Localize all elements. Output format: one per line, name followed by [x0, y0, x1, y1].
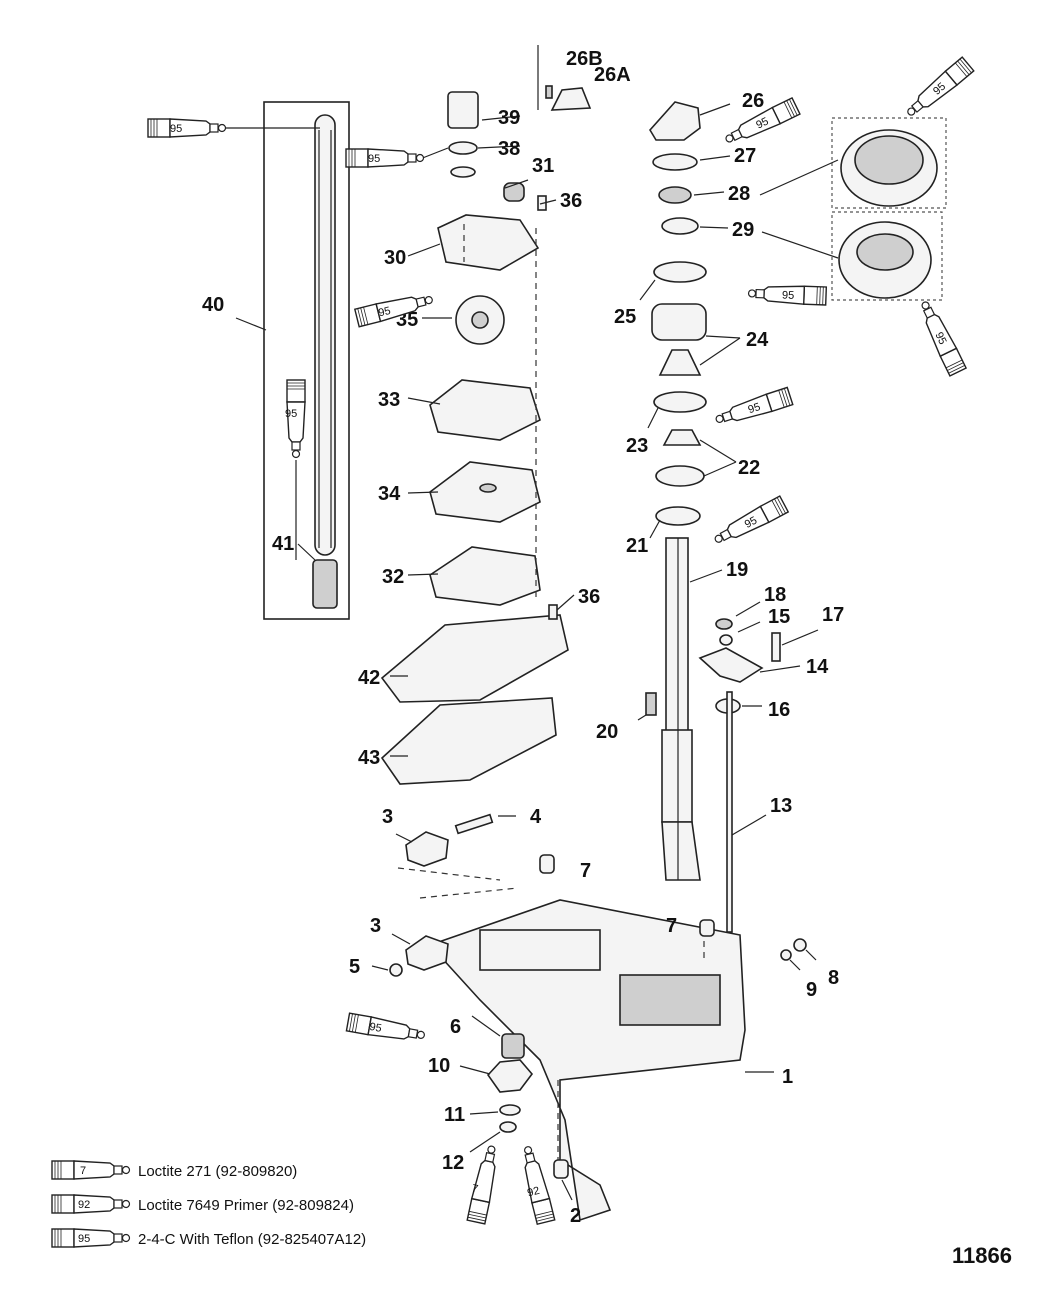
legend-code-95: 95	[78, 1233, 90, 1245]
svg-text:95: 95	[743, 514, 759, 530]
callout-24: 24	[746, 329, 769, 351]
callout-41: 41	[272, 533, 294, 555]
tube-95-bearing-25: 95	[747, 283, 828, 306]
callout-40: 40	[202, 294, 224, 316]
callout-10: 10	[428, 1055, 450, 1077]
callout-25: 25	[614, 306, 636, 328]
callout-36-upper: 36	[560, 190, 582, 212]
svg-text:95: 95	[932, 330, 948, 346]
callout-12: 12	[442, 1152, 464, 1174]
seal-inset-frames	[759, 117, 947, 301]
callout-32: 32	[382, 566, 404, 588]
tube-95-seal-29: 95	[915, 297, 967, 377]
callout-15: 15	[768, 606, 790, 628]
legend-row-7: 7 Loctite 271 (92-809820)	[51, 1160, 297, 1180]
callout-5: 5	[349, 956, 360, 978]
callout-13: 13	[770, 795, 792, 817]
callout-43: 43	[358, 747, 380, 769]
tube-95-bearing-6: 95	[345, 1012, 427, 1046]
tube-95-gear-22: 95	[712, 386, 794, 430]
tube-95-shaft-21: 95	[710, 495, 789, 550]
legend-text-92: Loctite 7649 Primer (92-809824)	[138, 1197, 354, 1214]
callout-20: 20	[596, 721, 618, 743]
legend-code-7: 7	[80, 1165, 86, 1177]
driveshaft-assembly	[637, 101, 741, 881]
callout-7-lower: 7	[666, 915, 677, 937]
callout-22: 22	[738, 457, 760, 479]
callout-23: 23	[626, 435, 648, 457]
legend-code-92: 92	[78, 1199, 90, 1211]
tube-95-pump-lower: 95	[354, 289, 436, 328]
callout-27: 27	[734, 145, 756, 167]
figure-number: 11866	[952, 1243, 1012, 1268]
callout-19: 19	[726, 559, 748, 581]
gear-housing	[397, 867, 774, 1222]
water-pump-assembly	[380, 91, 575, 785]
callout-38: 38	[498, 138, 520, 160]
svg-text:95: 95	[170, 123, 182, 135]
legend-text-7: Loctite 271 (92-809820)	[138, 1163, 297, 1180]
callout-8: 8	[828, 967, 839, 989]
legend: 7 Loctite 271 (92-809820) 92 Loctite 764…	[51, 1160, 366, 1248]
callout-31: 31	[532, 155, 554, 177]
callout-42: 42	[358, 667, 380, 689]
svg-text:7: 7	[471, 1183, 479, 1196]
tube-95-vertical: 95	[285, 379, 306, 459]
callout-14: 14	[806, 656, 829, 678]
tube-95-pump-upper: 95	[345, 148, 425, 168]
callout-33: 33	[378, 389, 400, 411]
svg-text:95: 95	[368, 153, 380, 165]
callout-6: 6	[450, 1016, 461, 1038]
svg-text:92: 92	[526, 1185, 541, 1200]
legend-row-92: 92 Loctite 7649 Primer (92-809824)	[51, 1194, 354, 1214]
callout-18: 18	[764, 584, 786, 606]
callout-30: 30	[384, 247, 406, 269]
inset-26a-26b	[537, 45, 592, 111]
callout-26a: 26A	[594, 64, 631, 86]
svg-text:95: 95	[782, 289, 795, 301]
callout-21: 21	[626, 535, 648, 557]
callout-3-lower: 3	[370, 915, 381, 937]
callout-2: 2	[570, 1205, 581, 1227]
tube-7-screw: 7	[466, 1143, 502, 1225]
svg-text:95: 95	[747, 401, 762, 416]
callout-1: 1	[782, 1066, 793, 1088]
callout-16: 16	[768, 699, 790, 721]
tube-95-seal-28: 95	[902, 56, 975, 122]
callout-3-upper: 3	[382, 806, 393, 828]
callout-7-upper: 7	[580, 860, 591, 882]
callout-34: 34	[378, 483, 401, 505]
callout-labels: 1 2 3 3 4 5 6 7 7 8 9 10 11 12 13 14 15 …	[202, 48, 844, 1227]
callout-36-lower: 36	[578, 586, 600, 608]
tube-95-shaft: 95	[147, 118, 227, 138]
callout-29: 29	[732, 219, 754, 241]
callout-9: 9	[806, 979, 817, 1001]
lubricant-tubes: 95 95 95 95 95 95 95 95 95 95 95	[147, 56, 975, 1225]
tube-92-screw: 92	[517, 1143, 556, 1225]
svg-text:95: 95	[285, 408, 297, 420]
callout-26: 26	[742, 90, 764, 112]
shift-linkage	[698, 601, 819, 933]
svg-text:95: 95	[377, 305, 392, 320]
callout-28: 28	[728, 183, 750, 205]
svg-text:95: 95	[368, 1021, 382, 1035]
driveshaft-frame	[224, 101, 350, 620]
callout-17: 17	[822, 604, 844, 626]
callout-11: 11	[444, 1104, 465, 1126]
callout-26b: 26B	[566, 48, 603, 70]
callout-39: 39	[498, 107, 520, 129]
legend-text-95: 2-4-C With Teflon (92-825407A12)	[138, 1231, 366, 1248]
tube-95-seal-27: 95	[721, 97, 801, 149]
legend-row-95: 95 2-4-C With Teflon (92-825407A12)	[51, 1228, 366, 1248]
svg-text:95: 95	[754, 115, 770, 131]
callout-4: 4	[530, 806, 542, 828]
small-parts	[371, 813, 817, 1201]
